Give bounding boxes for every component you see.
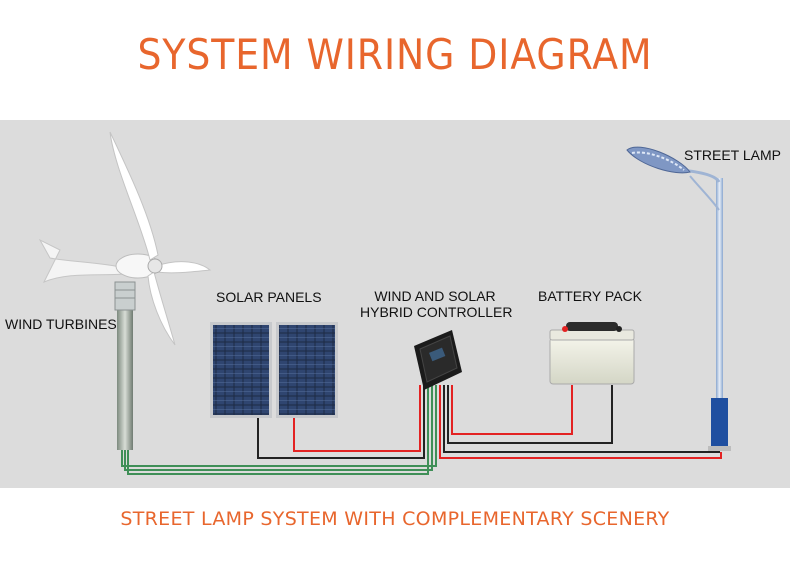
controller-label-line2: HYBRID CONTROLLER [360, 304, 513, 320]
solar-panel-wires [257, 385, 425, 459]
battery-wires [447, 385, 613, 444]
lamp-wires [439, 385, 722, 459]
diagram-title: SYSTEM WIRING DIAGRAM [137, 30, 653, 79]
label-battery-pack: BATTERY PACK [538, 288, 642, 304]
label-hybrid-controller: WIND AND SOLAR HYBRID CONTROLLER [360, 288, 513, 320]
battery-pack-illustration [549, 322, 635, 385]
label-wind-turbines: WIND TURBINES [5, 316, 117, 332]
diagram-subtitle: STREET LAMP SYSTEM WITH COMPLEMENTARY SC… [120, 508, 670, 530]
wind-turbine-illustration [38, 131, 212, 450]
solar-panels-illustration [210, 322, 338, 418]
label-solar-panels: SOLAR PANELS [216, 289, 322, 305]
hybrid-controller-illustration [414, 330, 462, 390]
label-street-lamp: STREET LAMP [684, 147, 781, 163]
controller-label-line1: WIND AND SOLAR [374, 288, 496, 304]
street-lamp-illustration [626, 146, 731, 451]
